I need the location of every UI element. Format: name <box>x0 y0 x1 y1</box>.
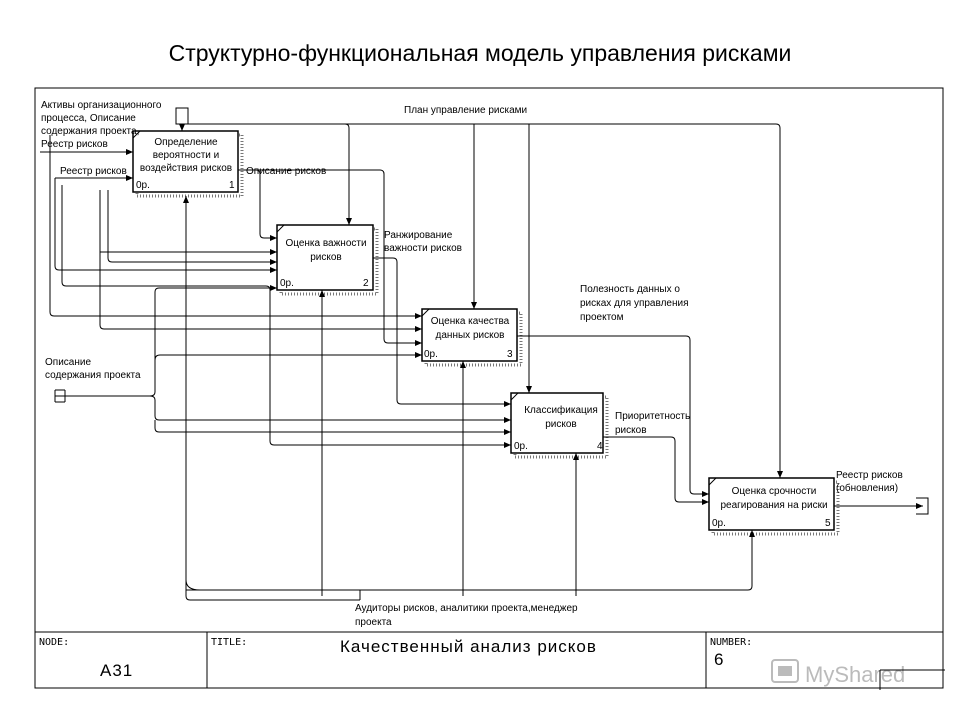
watermark-logo: MyShared <box>771 659 905 687</box>
box-1-line-1: Определение <box>154 137 218 148</box>
box-5-number: 5 <box>825 518 831 529</box>
box-3-number: 3 <box>507 349 513 360</box>
box-5-line-2: реагирования на риски <box>720 500 827 511</box>
arrow-priority-line-2: рисков <box>615 425 647 436</box>
box-3-line-1: Оценка качества <box>431 316 510 327</box>
box-1-line-2: вероятности и <box>153 150 220 161</box>
box-4-number: 4 <box>597 441 603 452</box>
box-2-cost: 0р. <box>280 278 294 289</box>
arrow-lines <box>40 107 929 601</box>
box-5-line-1: Оценка срочности <box>732 486 817 497</box>
box-2[interactable]: Оценка важности рисков 0р. 2 <box>276 224 379 296</box>
diagram-frame <box>34 87 944 689</box>
box-3-line-2: данных рисков <box>436 330 505 341</box>
box-2-line-2: рисков <box>310 252 342 263</box>
box-1[interactable]: Определение вероятности и воздействия ри… <box>132 130 244 198</box>
node-value: A31 <box>100 661 133 680</box>
arrow-risk-desc: Описание рисков <box>246 166 326 177</box>
title-label: TITLE: <box>211 637 247 648</box>
input-scope-line-2: содержания проекта <box>45 370 141 381</box>
input-assets-line-1: Активы организационного <box>41 100 162 111</box>
watermark-text: MyShared <box>805 662 905 687</box>
box-4-cost: 0р. <box>514 441 528 452</box>
input-registry: Реестр рисков <box>60 166 127 177</box>
input-assets-line-2: процесса, Описание <box>41 113 136 124</box>
node-label: NODE: <box>39 637 69 648</box>
arrow-usefulness-line-3: проектом <box>580 312 624 323</box>
slide-title: Структурно-функциональная модель управле… <box>168 40 792 66</box>
box-5[interactable]: Оценка срочности реагирования на риски 0… <box>708 477 840 536</box>
output-registry-line-1: Реестр рисков <box>836 470 903 481</box>
mechanism-line-2: проекта <box>355 617 392 628</box>
box-1-cost: 0р. <box>136 180 150 191</box>
box-3[interactable]: Оценка качества данных рисков 0р. 3 <box>421 308 523 367</box>
box-4-line-2: рисков <box>545 419 577 430</box>
box-4[interactable]: Классификация рисков 0р. 4 <box>510 392 609 459</box>
arrow-ranking-line-1: Ранжирование <box>384 230 453 241</box>
input-assets-line-4: Реестр рисков <box>41 139 108 150</box>
mechanism-line-1: Аудиторы рисков, аналитики проекта,менед… <box>355 603 578 614</box>
number-label: NUMBER: <box>710 637 752 648</box>
box-1-line-3: воздействия рисков <box>140 163 232 174</box>
output-registry-line-2: (обновления) <box>836 482 898 494</box>
box-1-number: 1 <box>229 180 235 191</box>
box-4-line-1: Классификация <box>524 404 598 416</box>
arrow-usefulness-line-1: Полезность данных о <box>580 284 680 295</box>
box-5-cost: 0р. <box>712 518 726 529</box>
input-assets-line-3: содержания проекта, <box>41 126 139 137</box>
number-value: 6 <box>714 650 724 669</box>
box-2-line-1: Оценка важности <box>285 238 366 249</box>
arrow-priority-line-1: Приоритетность <box>615 411 690 422</box>
diagram-title: Качественный анализ рисков <box>340 637 597 656</box>
input-scope-line-1: Описание <box>45 357 91 368</box>
control-plan: План управление рисками <box>404 105 527 116</box>
arrow-usefulness-line-2: рисках для управления <box>580 298 689 309</box>
box-3-cost: 0р. <box>424 349 438 360</box>
box-2-number: 2 <box>363 278 369 289</box>
arrow-ranking-line-2: важности рисков <box>384 243 462 254</box>
